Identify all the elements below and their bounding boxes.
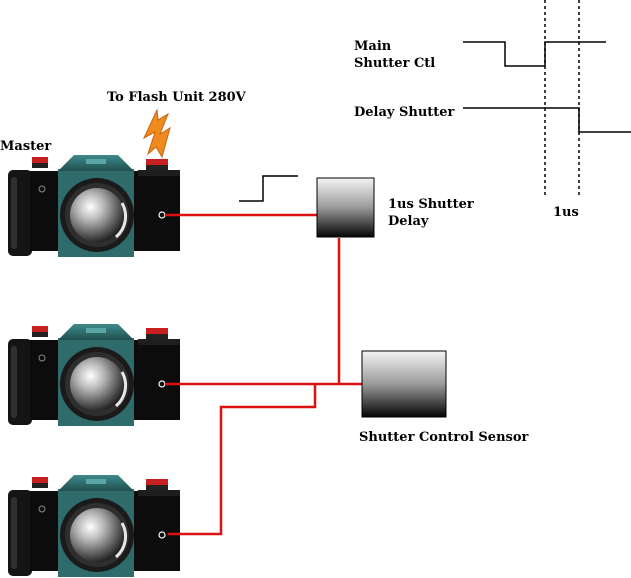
main-shutter-label-line2: Shutter Ctl <box>354 56 436 71</box>
step-signal-icon <box>239 175 298 202</box>
lightning-bolt-icon <box>142 108 171 159</box>
shutter-delay-label-line1: 1us Shutter <box>388 197 474 212</box>
main-shutter-waveform <box>463 41 606 67</box>
signal-wires <box>165 213 362 536</box>
sensor-label: Shutter Control Sensor <box>359 430 529 445</box>
master-label: Master <box>0 139 52 154</box>
delay-shutter-label: Delay Shutter <box>354 105 455 120</box>
shutter-delay-box <box>316 177 375 238</box>
camera-3-icon <box>6 473 182 578</box>
camera-2-icon <box>6 322 182 428</box>
main-shutter-label-line1: Main <box>354 39 392 54</box>
shutter-delay-label-line2: Delay <box>388 214 429 229</box>
flash-label: To Flash Unit 280V <box>107 90 246 105</box>
shutter-control-sensor-box <box>361 350 447 418</box>
delay-interval-label: 1us <box>553 205 579 220</box>
delay-shutter-waveform <box>463 107 631 133</box>
master-camera-icon <box>6 153 182 259</box>
